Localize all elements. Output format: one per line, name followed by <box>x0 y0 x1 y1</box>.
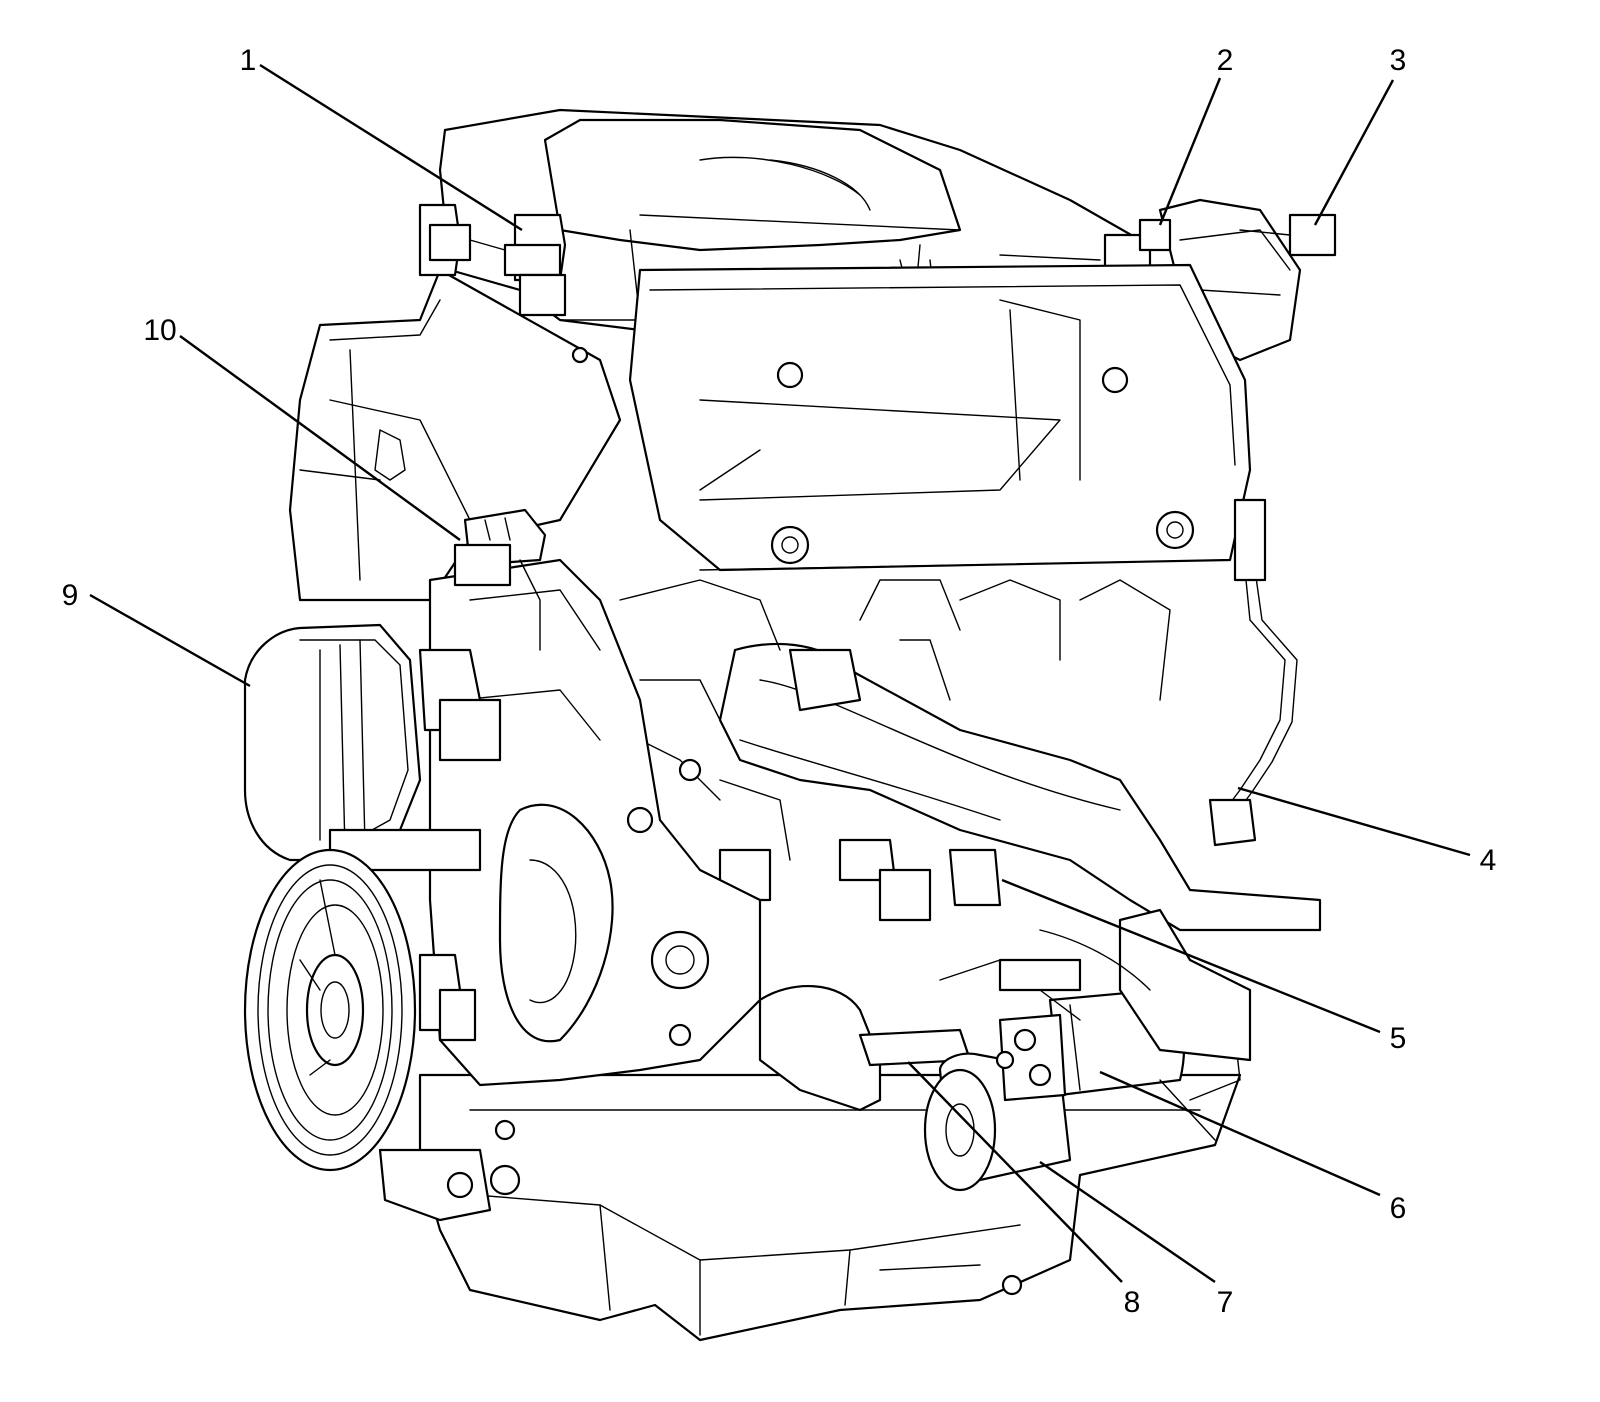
leader-line-2 <box>1158 77 1222 226</box>
callout-1: 1 <box>240 44 257 77</box>
leader-line-9 <box>89 593 251 688</box>
callout-9: 9 <box>62 579 79 612</box>
callout-6: 6 <box>1390 1192 1407 1225</box>
leader-line-3 <box>1313 79 1395 226</box>
engine-mount-bracket <box>939 908 1252 1062</box>
timing-cover <box>428 558 762 1087</box>
callout-labels: 1 2 3 4 5 6 7 8 9 10 <box>62 44 1497 1319</box>
crank-sensor <box>378 953 492 1222</box>
callout-3: 3 <box>1390 44 1407 77</box>
leader-line-6 <box>1099 1070 1381 1197</box>
engine-illustration <box>243 108 1337 1342</box>
callout-10: 10 <box>143 314 176 347</box>
valve-cover <box>628 263 1252 572</box>
callout-5: 5 <box>1390 1022 1407 1055</box>
leader-line-8 <box>907 1061 1123 1283</box>
ignition-connectors-left <box>418 203 567 317</box>
callout-8: 8 <box>1124 1286 1141 1319</box>
callout-7: 7 <box>1217 1286 1234 1319</box>
starter-motor <box>758 985 1241 1192</box>
crankshaft-pulley <box>243 848 417 1172</box>
exhaust-manifold <box>718 579 1322 932</box>
leader-lines <box>89 63 1471 1283</box>
leader-line-7 <box>1039 1161 1216 1283</box>
leader-line-10 <box>179 335 461 541</box>
leader-line-1 <box>259 63 523 232</box>
coolant-sensor <box>453 508 547 651</box>
water-pump-pulley <box>243 623 502 872</box>
oil-pan <box>418 1073 1242 1342</box>
leader-line-5 <box>1001 878 1381 1034</box>
callout-2: 2 <box>1217 44 1234 77</box>
leader-line-4 <box>1237 786 1471 857</box>
callout-4: 4 <box>1480 844 1497 877</box>
